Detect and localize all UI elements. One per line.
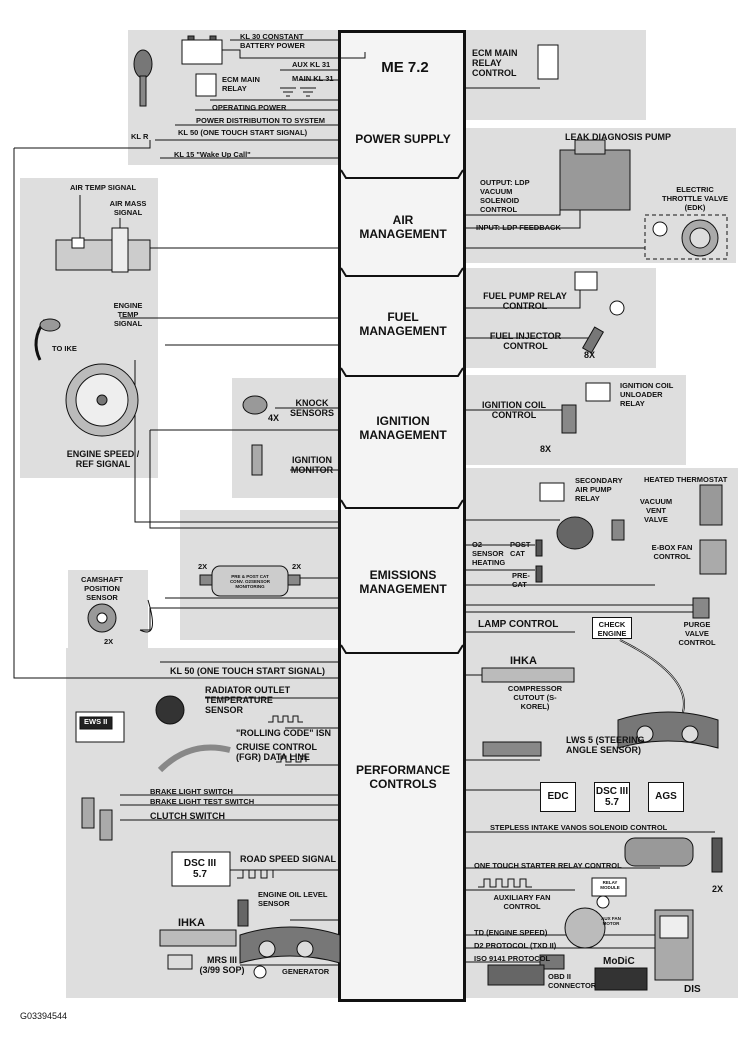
label-kl50-perf: KL 50 (ONE TOUCH START SIGNAL) — [170, 666, 326, 676]
edc-box: EDC — [540, 782, 576, 812]
label-cat-2x-right: 2X — [292, 562, 302, 571]
label-edk: ELECTRIC THROTTLE VALVE (EDK) — [662, 185, 728, 212]
label-brake-test: BRAKE LIGHT TEST SWITCH — [150, 797, 255, 806]
label-modic: MoDiC — [603, 956, 635, 967]
check-engine-box: CHECK ENGINE — [592, 617, 632, 639]
label-air-mass-signal: AIR MASS SIGNAL — [109, 199, 147, 217]
label-cat-monitoring: PRE & POST CAT CONV. O2SENSOR MONITORING — [229, 574, 271, 589]
label-kl30: KL 30 CONSTANT BATTERY POWER — [240, 32, 305, 50]
label-ignition-coil-control: IGNITION COIL CONTROL — [482, 400, 546, 420]
label-power-distribution: POWER DISTRIBUTION TO SYSTEM — [196, 116, 326, 125]
label-aux-fan-motor: AUX FAN MOTOR — [601, 916, 621, 926]
label-td: TD (ENGINE SPEED) — [474, 928, 548, 937]
label-cam-sensor: CAMSHAFT POSITION SENSOR — [80, 575, 124, 602]
label-fuel-injector: FUEL INJECTOR CONTROL — [489, 331, 562, 351]
label-sec-air-pump: SECONDARY AIR PUMP RELAY — [575, 476, 623, 503]
label-pre-cat: PRE-CAT — [512, 571, 530, 589]
panel-fuel-right — [466, 268, 656, 368]
label-fuel-pump-relay: FUEL PUMP RELAY CONTROL — [483, 291, 567, 311]
label-klr: KL R — [131, 132, 149, 141]
label-vacuum-vent: VACUUM VENT VALVE — [639, 497, 673, 524]
label-cat-2x-left: 2X — [198, 562, 208, 571]
label-ews: EWS II — [84, 717, 108, 726]
label-knock-count: 4X — [268, 413, 280, 423]
dsc-box: DSC III 5.7 — [594, 782, 630, 812]
label-main-kl31: MAIN KL 31 — [292, 74, 334, 83]
label-engine-temp: ENGINE TEMP SIGNAL — [113, 301, 143, 328]
label-dis: DIS — [684, 984, 701, 995]
ecm-spine — [338, 30, 466, 1002]
label-lws: LWS 5 (STEERING ANGLE SENSOR) — [566, 735, 645, 755]
label-engine-speed: ENGINE SPEED / REF SIGNAL — [66, 449, 140, 469]
label-post-cat: POST-CAT — [510, 540, 533, 558]
figure-id: G03394544 — [20, 1011, 68, 1021]
ags-box: AGS — [648, 782, 684, 812]
section-air-management: AIR MANAGEMENT — [359, 213, 447, 241]
label-ignition-monitor: IGNITION MONITOR — [290, 455, 334, 475]
label-rolling-code: "ROLLING CODE" ISN — [236, 728, 332, 738]
section-performance-controls: PERFORMANCE CONTROLS — [355, 763, 450, 791]
label-generator: GENERATOR — [282, 967, 330, 976]
section-emissions-management: EMISSIONS MANAGEMENT — [359, 568, 447, 596]
label-cam-count: 2X — [104, 637, 114, 646]
label-cruise: CRUISE CONTROL (FGR) DATA LINE — [236, 742, 317, 762]
label-aux-kl31: AUX KL 31 — [292, 60, 331, 69]
label-knock-sensors: KNOCK SENSORS — [289, 398, 334, 418]
label-output-ldp: OUTPUT: LDP VACUUM SOLENOID CONTROL — [480, 178, 530, 214]
label-ebox-fan: E-BOX FAN CONTROL — [651, 543, 693, 561]
label-thermostat: HEATED THERMOSTAT — [644, 475, 728, 484]
label-ecm-main-relay: ECM MAIN RELAY — [222, 75, 260, 93]
label-coil-count: 8X — [540, 444, 552, 454]
label-vanos-count: 2X — [712, 884, 724, 894]
label-compressor: COMPRESSOR CUTOUT (S-KOREL) — [507, 684, 563, 711]
label-injector-count: 8X — [584, 350, 596, 360]
label-operating-power: OPERATING POWER — [212, 103, 287, 112]
label-mrs: MRS III (3/99 SOP) — [199, 955, 245, 975]
label-kl50-power: KL 50 (ONE TOUCH START SIGNAL) — [178, 128, 308, 137]
label-iso: ISO 9141 PROTOCOL — [474, 954, 551, 963]
section-ignition-management: IGNITION MANAGEMENT — [359, 414, 447, 442]
label-ihka-top: IHKA — [510, 655, 537, 667]
ecm-module-title: ME 7.2 — [381, 59, 429, 76]
label-vanos: STEPLESS INTAKE VANOS SOLENOID CONTROL — [490, 823, 668, 832]
label-purge-valve: PURGE VALVE CONTROL — [678, 620, 716, 647]
label-radiator: RADIATOR OUTLET TEMPERATURE SENSOR — [205, 685, 291, 715]
section-fuel-management: FUEL MANAGEMENT — [359, 310, 447, 338]
section-power-supply: POWER SUPPLY — [355, 132, 451, 146]
label-clutch: CLUTCH SWITCH — [150, 811, 225, 821]
label-ihka-bottom: IHKA — [178, 917, 205, 929]
label-kl15: KL 15 "Wake Up Call" — [174, 150, 251, 159]
label-leak-pump: LEAK DIAGNOSIS PUMP — [565, 132, 672, 142]
label-aux-fan: AUXILIARY FAN CONTROL — [493, 893, 551, 911]
component-graphics — [34, 35, 728, 991]
label-oil-level: ENGINE OIL LEVEL SENSOR — [258, 890, 328, 908]
label-dsc-unit: DSC III 5.7 — [183, 858, 217, 880]
label-ecm-main-relay-control: ECM MAIN RELAY CONTROL — [472, 48, 518, 78]
label-to-ike: TO IKE — [52, 344, 77, 353]
label-starter: ONE TOUCH STARTER RELAY CONTROL — [474, 861, 622, 870]
label-d2: D2 PROTOCOL (TXD II) — [474, 941, 557, 950]
label-o2-heating: O2 SENSOR HEATING — [472, 540, 506, 567]
label-air-temp-signal: AIR TEMP SIGNAL — [70, 183, 137, 192]
panel-power-left — [128, 30, 338, 165]
label-input-ldp: INPUT: LDP FEEDBACK — [476, 223, 561, 232]
label-obd: OBD II CONNECTOR — [548, 972, 597, 990]
label-brake-switch: BRAKE LIGHT SWITCH — [150, 787, 233, 796]
label-coil-unloader: IGNITION COIL UNLOADER RELAY — [620, 381, 674, 408]
label-lamp-control: LAMP CONTROL — [478, 619, 559, 630]
label-relay-module: RELAY MODULE — [600, 880, 620, 890]
label-road-speed: ROAD SPEED SIGNAL — [240, 854, 337, 864]
